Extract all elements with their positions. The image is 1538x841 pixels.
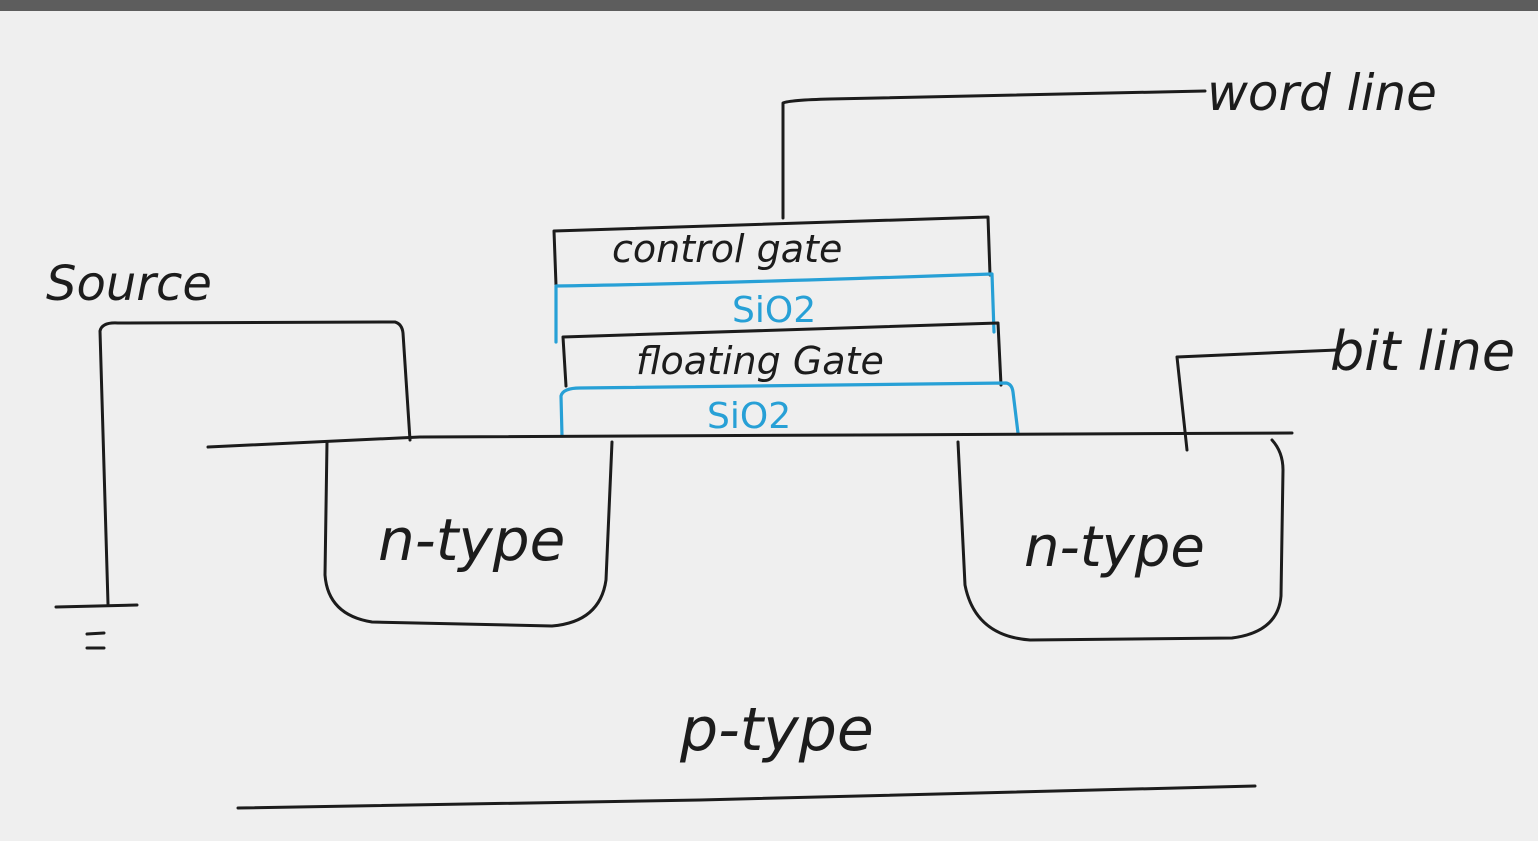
p-type-label: p-type xyxy=(679,695,874,765)
word-line-label: word line xyxy=(1207,64,1437,122)
word-line-wire xyxy=(781,89,1207,220)
window-top-bar xyxy=(0,0,1538,11)
n-type-right-label: n-type xyxy=(1024,515,1205,580)
control-gate-label: control gate xyxy=(612,227,842,271)
n-type-well-left xyxy=(323,440,614,628)
bit-line-wire xyxy=(1175,348,1339,452)
source-wire xyxy=(98,320,412,606)
bit-line-label: bit line xyxy=(1330,320,1515,383)
substrate-bottom-line xyxy=(236,784,1257,810)
n-type-left-label: n-type xyxy=(378,506,565,574)
floating-gate-label: floating Gate xyxy=(636,339,884,383)
source-label: Source xyxy=(46,256,212,312)
oxide-label-top: SiO2 xyxy=(732,290,816,331)
n-type-well-right xyxy=(956,438,1285,642)
oxide-layer-bottom xyxy=(559,381,1020,438)
ground-symbol-icon xyxy=(54,603,139,650)
oxide-label-bottom: SiO2 xyxy=(707,396,791,437)
floating-gate-outline xyxy=(561,321,1003,388)
substrate-surface-line xyxy=(206,431,1294,449)
control-gate-outline xyxy=(552,215,992,287)
oxide-layer-top xyxy=(554,272,996,344)
